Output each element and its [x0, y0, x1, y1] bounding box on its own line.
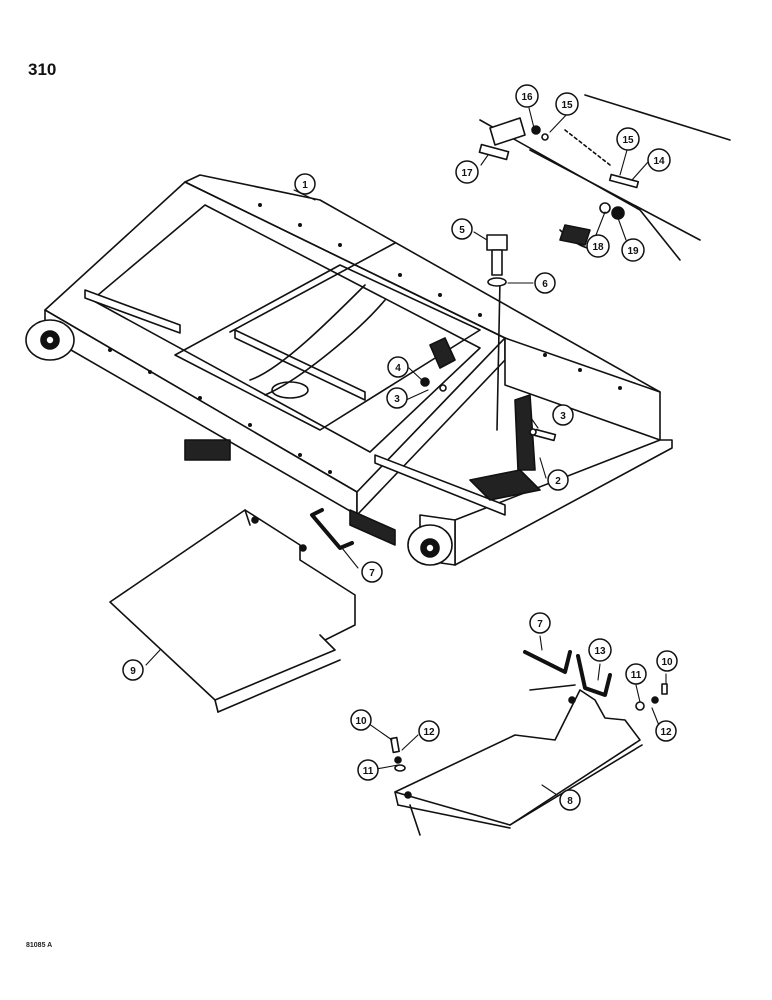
clip-7-right [523, 650, 572, 674]
callout-3: 3 [386, 387, 408, 409]
clip-13 [576, 654, 612, 697]
callout-18: 18 [586, 234, 610, 258]
svg-text:8: 8 [567, 796, 573, 807]
svg-text:12: 12 [423, 727, 435, 738]
callout-13: 13 [588, 638, 612, 662]
callout-2: 2 [547, 469, 569, 491]
callout-6: 6 [534, 272, 556, 294]
callout-12: 12 [655, 720, 677, 742]
callout-9: 9 [122, 659, 144, 681]
svg-text:12: 12 [660, 727, 672, 738]
callout-14: 14 [647, 148, 671, 172]
callout-11: 11 [625, 663, 647, 685]
cover-plate-8 [394, 684, 643, 836]
inset-detail [479, 94, 731, 261]
svg-text:14: 14 [653, 156, 665, 167]
callout-15: 15 [616, 127, 640, 151]
cover-plate-9 [109, 509, 356, 713]
clip-7-left [310, 508, 354, 550]
svg-text:11: 11 [631, 670, 642, 681]
svg-text:19: 19 [627, 246, 639, 257]
svg-text:15: 15 [622, 135, 634, 146]
callout-10: 10 [350, 709, 372, 731]
callout-7: 7 [361, 561, 383, 583]
svg-text:7: 7 [369, 568, 375, 579]
callout-16: 16 [515, 84, 539, 108]
callout-11: 11 [357, 759, 379, 781]
svg-text:3: 3 [560, 411, 566, 422]
svg-text:18: 18 [592, 242, 604, 253]
callout-5: 5 [451, 218, 473, 240]
svg-text:1: 1 [302, 180, 308, 191]
svg-text:16: 16 [521, 92, 533, 103]
svg-text:10: 10 [661, 657, 673, 668]
svg-text:7: 7 [537, 619, 543, 630]
svg-text:4: 4 [395, 363, 401, 374]
svg-text:3: 3 [394, 394, 400, 405]
callout-1: 1 [294, 173, 316, 195]
svg-text:9: 9 [130, 666, 136, 677]
callout-12: 12 [418, 720, 440, 742]
svg-text:5: 5 [459, 225, 465, 236]
svg-text:11: 11 [363, 766, 374, 777]
svg-text:15: 15 [561, 100, 573, 111]
svg-text:17: 17 [461, 168, 473, 179]
figure-code: 81085 A [26, 942, 53, 949]
callout-19: 19 [621, 238, 645, 262]
svg-text:10: 10 [355, 716, 367, 727]
callout-7: 7 [529, 612, 551, 634]
main-frame [25, 174, 673, 566]
bolt-5-shape [486, 234, 508, 287]
svg-text:6: 6 [542, 279, 548, 290]
callout-8: 8 [559, 789, 581, 811]
svg-text:13: 13 [594, 646, 606, 657]
callout-17: 17 [455, 160, 479, 184]
small-bolts [420, 125, 640, 442]
callout-3: 3 [552, 404, 574, 426]
lower-fasteners [390, 683, 668, 772]
callout-15: 15 [555, 92, 579, 116]
page-number: 310 [28, 60, 57, 79]
callout-4: 4 [387, 356, 409, 378]
svg-text:2: 2 [555, 476, 561, 487]
callout-10: 10 [656, 650, 678, 672]
